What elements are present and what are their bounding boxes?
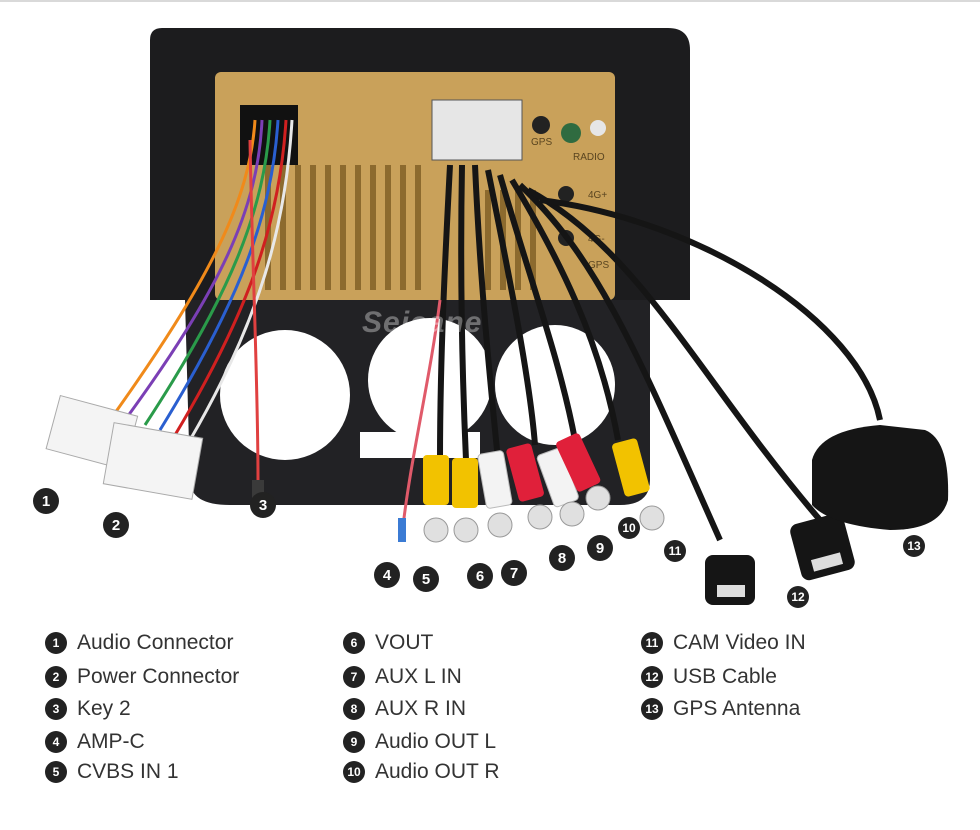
screw — [590, 120, 606, 136]
callout-2: 2 — [103, 512, 129, 538]
callout-8: 8 — [549, 545, 575, 571]
legend-label: AUX R IN — [375, 697, 467, 720]
product-photo: GPS RADIO 4G+ 4G- GPS — [45, 28, 949, 605]
legend-item: 9 Audio OUT L — [343, 730, 496, 754]
power-connector — [102, 422, 204, 500]
legend-label: USB Cable — [673, 665, 777, 688]
callout-1: 1 — [33, 488, 59, 514]
rca-plug-cam-video-in — [612, 438, 665, 531]
callout-7: 7 — [501, 560, 527, 586]
gps-antenna — [812, 425, 949, 530]
legend-number: 13 — [641, 698, 663, 720]
legend-number: 9 — [343, 731, 365, 753]
callout-12: 12 — [787, 586, 809, 608]
label-slot — [360, 432, 480, 458]
legend-number: 12 — [641, 666, 663, 688]
radio-socket — [561, 123, 581, 143]
legend-label: CVBS IN 1 — [77, 760, 179, 783]
legend-number: 4 — [45, 731, 67, 753]
legend-item: 11 CAM Video IN — [641, 631, 806, 655]
legend-number: 7 — [343, 666, 365, 688]
legend-label: Power Connector — [77, 665, 240, 688]
legend-label: AMP-C — [77, 730, 145, 753]
legend-item: 4 AMP-C — [45, 730, 145, 754]
legend-item: 3 Key 2 — [45, 697, 131, 721]
legend-item: 8 AUX R IN — [343, 697, 466, 721]
callout-10: 10 — [618, 517, 640, 539]
legend-number: 10 — [343, 761, 365, 783]
rca-plug-aux-r-in — [506, 443, 553, 530]
legend-number: 1 — [45, 632, 67, 654]
board-label-radio: RADIO — [573, 152, 605, 163]
legend-label: CAM Video IN — [673, 631, 806, 654]
watermark: Seicane — [362, 306, 483, 339]
legend-item: 12 USB Cable — [641, 665, 777, 689]
callout-13: 13 — [903, 535, 925, 557]
wire-harness — [108, 119, 294, 481]
callout-4: 4 — [374, 562, 400, 588]
legend-number: 11 — [641, 632, 663, 654]
rca-plug-aux-l-in — [477, 450, 513, 538]
legend-item: 13 GPS Antenna — [641, 697, 800, 721]
vent-right — [495, 325, 615, 445]
legend-item: 5 CVBS IN 1 — [45, 760, 179, 784]
board-label-gps-2: GPS — [588, 260, 609, 271]
legend-label: AUX L IN — [375, 665, 462, 688]
amp-c-tip — [398, 518, 406, 542]
legend-item: 10 Audio OUT R — [343, 760, 500, 784]
callout-11: 11 — [664, 540, 686, 562]
legend-number: 2 — [45, 666, 67, 688]
rca-plug-audio-out-r — [556, 433, 611, 511]
usb-plug-2 — [790, 513, 855, 581]
board-label-4g-plus: 4G+ — [588, 190, 607, 201]
cable-bundle — [437, 164, 883, 542]
legend-number: 3 — [45, 698, 67, 720]
legend-label: Audio Connector — [77, 631, 234, 654]
usb-plug-1 — [705, 555, 755, 605]
legend-label: Key 2 — [77, 697, 131, 720]
legend-label: GPS Antenna — [673, 697, 801, 720]
legend-label: Audio OUT R — [375, 760, 500, 783]
legend-label: VOUT — [375, 631, 434, 654]
gps-socket — [532, 116, 550, 134]
callout-6: 6 — [467, 563, 493, 589]
legend-item: 7 AUX L IN — [343, 665, 462, 689]
legend-number: 6 — [343, 632, 365, 654]
legend-item: 1 Audio Connector — [45, 631, 233, 655]
top-connector — [431, 99, 523, 161]
board-label-gps: GPS — [531, 137, 552, 148]
4g-plus-socket — [558, 186, 574, 202]
rca-plug-vout — [452, 458, 479, 543]
legend-item: 2 Power Connector — [45, 665, 239, 689]
top-divider — [0, 0, 980, 2]
rca-plug-cvbs-in-1 — [423, 455, 449, 543]
amp-c-wire — [400, 299, 442, 536]
legend-label: Audio OUT L — [375, 730, 497, 753]
callout-5: 5 — [413, 566, 439, 592]
vent-left — [220, 330, 350, 460]
callout-3: 3 — [250, 492, 276, 518]
legend-number: 5 — [45, 761, 67, 783]
callout-9: 9 — [587, 535, 613, 561]
legend-number: 8 — [343, 698, 365, 720]
legend-item: 6 VOUT — [343, 631, 433, 655]
